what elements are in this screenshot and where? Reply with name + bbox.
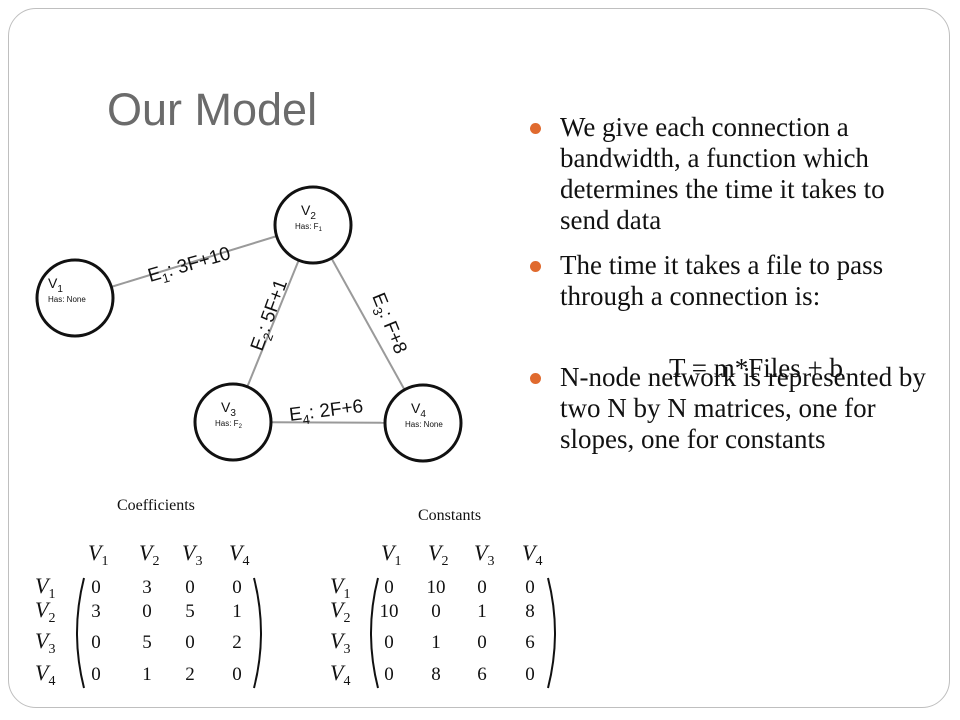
matrix-cell: 0	[91, 664, 101, 685]
matrix-col-header: V1	[88, 540, 108, 569]
matrix-row-header: V2	[330, 597, 350, 626]
matrix-cell: 0	[142, 601, 152, 622]
matrix-cell: 3	[91, 601, 101, 622]
matrix-row-header: V2	[35, 597, 55, 626]
matrix-cell: 0	[477, 577, 487, 598]
matrix-cell: 8	[431, 664, 441, 685]
matrix-left-bracket	[76, 577, 85, 689]
node-name: V3	[221, 399, 236, 419]
edge-e4-line	[270, 421, 386, 424]
bullet-text: The time it takes a file to pass through…	[560, 250, 884, 311]
edge-e2-label: E2: 5F+1	[247, 277, 295, 355]
matrix-cell: 10	[380, 601, 399, 622]
node-circle	[273, 185, 353, 265]
matrix-row-header: V1	[35, 573, 55, 602]
node-has: Has: None	[405, 420, 443, 429]
matrix-left-bracket	[370, 577, 379, 689]
matrix-row-header: V1	[330, 573, 350, 602]
matrix-col-header: V3	[474, 540, 494, 569]
constants-title: Constants	[418, 507, 482, 524]
matrix-row-header: V3	[35, 628, 55, 657]
matrix-cell: 0	[525, 577, 535, 598]
matrix-cell: 1	[142, 664, 152, 685]
edge-e3-label: E3: F+8	[365, 290, 411, 358]
matrix-cell: 6	[525, 632, 535, 653]
edge-e1-label: E1: 3F+10	[146, 243, 234, 289]
node-name: V4	[411, 400, 426, 420]
matrix-cell: 8	[525, 601, 535, 622]
bullet-bandwidth: We give each connection a bandwidth, a f…	[528, 112, 928, 236]
node-circle	[193, 382, 273, 462]
matrix-cell: 10	[427, 577, 446, 598]
matrix-cell: 0	[384, 632, 394, 653]
matrix-col-header: V1	[381, 540, 401, 569]
matrix-col-header: V3	[182, 540, 202, 569]
slide-frame	[8, 8, 950, 708]
matrix-cell: 0	[525, 664, 535, 685]
edge-e1-line	[111, 235, 277, 288]
matrix-row-header: V4	[330, 660, 350, 689]
matrix-cell: 0	[431, 601, 441, 622]
bullet-dot-icon	[530, 123, 541, 134]
node-has: Has: F2	[215, 419, 243, 430]
matrix-cell: 5	[142, 632, 152, 653]
matrix-cell: 1	[477, 601, 487, 622]
matrix-cell: 0	[91, 632, 101, 653]
matrix-col-header: V2	[428, 540, 448, 569]
edge-e2-line	[246, 259, 300, 388]
matrix-cell: 2	[232, 632, 242, 653]
matrix-cell: 0	[185, 632, 195, 653]
bullet-dot-icon	[530, 373, 541, 384]
matrix-cell: 0	[384, 577, 394, 598]
bullet-time: The time it takes a file to pass through…	[528, 250, 928, 312]
node-circle	[383, 383, 463, 463]
matrix-right-bracket	[253, 577, 262, 689]
matrix-col-header: V4	[229, 540, 249, 569]
matrix-cell: 0	[384, 664, 394, 685]
node-name: V2	[301, 202, 316, 222]
edge-e4-label: E4: 2F+6	[288, 396, 365, 429]
bullet-list: We give each connection a bandwidth, a f…	[528, 112, 928, 469]
matrix-col-header: V2	[139, 540, 159, 569]
bullet-text: We give each connection a bandwidth, a f…	[560, 112, 885, 235]
matrix-cell: 0	[477, 632, 487, 653]
slide-title: Our Model	[107, 84, 318, 135]
edge-e3-line	[330, 257, 406, 391]
bullet-text: N-node network is represented by two N b…	[560, 362, 926, 454]
matrix-cell: 5	[185, 601, 195, 622]
time-formula: T = m*Files + b	[669, 353, 843, 383]
matrix-col-header: V4	[522, 540, 542, 569]
matrix-cell: 3	[142, 577, 152, 598]
matrix-cell: 6	[477, 664, 487, 685]
matrix-cell: 1	[232, 601, 242, 622]
matrix-cell: 2	[185, 664, 195, 685]
node-name: V1	[48, 275, 63, 295]
matrix-right-bracket	[547, 577, 556, 689]
matrix-cell: 0	[185, 577, 195, 598]
node-has: Has: F1	[295, 222, 323, 233]
matrix-cell: 1	[431, 632, 441, 653]
matrix-cell: 0	[91, 577, 101, 598]
matrix-cell: 0	[232, 664, 242, 685]
matrix-cell: 0	[232, 577, 242, 598]
matrix-row-header: V4	[35, 660, 55, 689]
node-circle	[35, 258, 115, 338]
bullet-matrices: N-node network is represented by two N b…	[528, 362, 928, 455]
matrix-row-header: V3	[330, 628, 350, 657]
coefficients-title: Coefficients	[117, 497, 195, 514]
bullet-dot-icon	[530, 261, 541, 272]
node-has: Has: None	[48, 295, 86, 304]
